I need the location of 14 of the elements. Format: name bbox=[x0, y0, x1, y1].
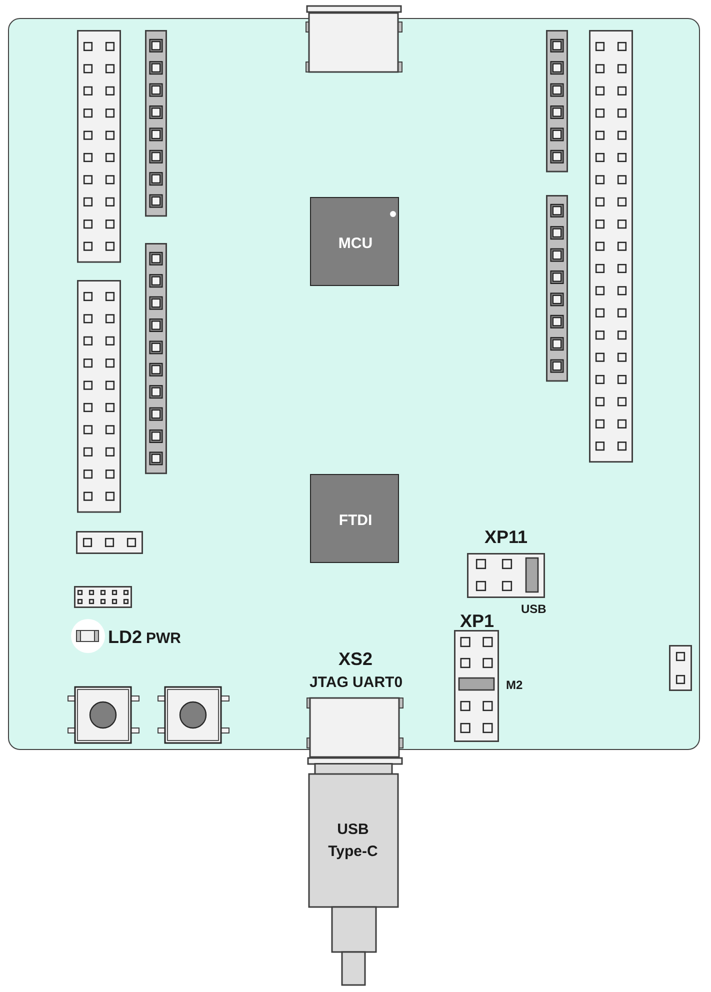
connector-label: XP11 bbox=[484, 528, 528, 546]
led-caption: PWR bbox=[146, 631, 181, 646]
component-label: LD2 bbox=[108, 628, 142, 646]
connector-label: XS2 bbox=[338, 650, 373, 668]
ic-chip bbox=[310, 197, 399, 286]
interface-label: JTAG UART0 bbox=[309, 675, 403, 690]
chip-label: MCU bbox=[338, 236, 373, 251]
plug-label: USB Type-C bbox=[327, 820, 379, 862]
jumper-label: USB bbox=[521, 602, 546, 615]
chip-label: FTDI bbox=[338, 512, 372, 528]
usb-connector bbox=[305, 5, 403, 73]
connector-label: XP1 bbox=[460, 612, 494, 630]
ic-chip bbox=[310, 474, 399, 563]
jumper-label: M2 bbox=[506, 679, 523, 691]
